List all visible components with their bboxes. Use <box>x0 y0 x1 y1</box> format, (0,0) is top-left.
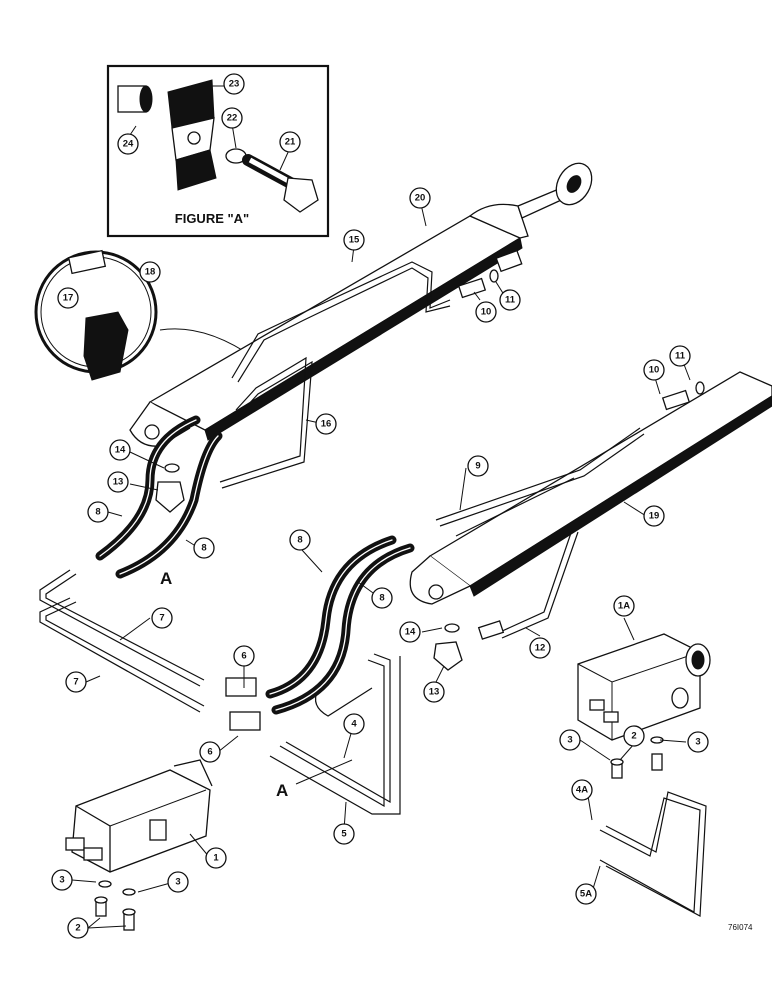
svg-text:5A: 5A <box>580 889 592 900</box>
svg-text:15: 15 <box>349 235 360 246</box>
callout-11: 11 <box>669 345 691 367</box>
callout-15: 15 <box>343 229 365 251</box>
hose-clamp-assembly <box>34 249 269 381</box>
callout-22: 22 <box>221 107 243 129</box>
callout-1: 1 <box>205 847 227 869</box>
svg-text:10: 10 <box>649 365 660 376</box>
callout-24: 24 <box>117 133 139 155</box>
svg-text:14: 14 <box>115 445 126 456</box>
callout-23: 23 <box>223 73 245 95</box>
svg-text:9: 9 <box>475 461 480 472</box>
callout-12: 12 <box>529 637 551 659</box>
callout-9: 9 <box>467 455 489 477</box>
callout-3: 3 <box>687 731 709 753</box>
callout-20: 20 <box>409 187 431 209</box>
svg-text:5: 5 <box>341 829 347 840</box>
svg-text:7: 7 <box>159 613 164 624</box>
svg-text:2: 2 <box>631 731 636 742</box>
svg-text:18: 18 <box>145 267 156 278</box>
svg-text:3: 3 <box>695 737 700 748</box>
svg-text:10: 10 <box>481 307 492 318</box>
svg-text:12: 12 <box>535 643 546 654</box>
lower-cylinder <box>409 371 772 605</box>
svg-text:4: 4 <box>351 719 357 730</box>
section-mark-a-upper: A <box>160 569 172 588</box>
svg-text:8: 8 <box>201 543 206 554</box>
svg-text:19: 19 <box>649 511 660 522</box>
svg-text:7: 7 <box>73 677 78 688</box>
callout-4: 4 <box>343 713 365 735</box>
svg-text:20: 20 <box>415 193 426 204</box>
callout-10: 10 <box>643 359 665 381</box>
svg-text:1A: 1A <box>618 601 630 612</box>
callout-11: 11 <box>499 289 521 311</box>
svg-text:23: 23 <box>229 79 240 90</box>
svg-text:6: 6 <box>207 747 212 758</box>
callout-13: 13 <box>107 471 129 493</box>
svg-text:16: 16 <box>321 419 332 430</box>
callout-6: 6 <box>199 741 221 763</box>
callout-7: 7 <box>65 671 87 693</box>
callout-8: 8 <box>193 537 215 559</box>
svg-text:8: 8 <box>379 593 384 604</box>
control-valve-1 <box>65 759 213 931</box>
callout-7: 7 <box>151 607 173 629</box>
callout-1a: 1A <box>613 595 635 617</box>
callout-13: 13 <box>423 681 445 703</box>
section-mark-a-lower: A <box>276 781 288 800</box>
callout-2: 2 <box>67 917 89 939</box>
bolt-part <box>242 154 319 213</box>
callout-5: 5 <box>333 823 355 845</box>
fittings <box>155 269 705 731</box>
callout-4a: 4A <box>571 779 593 801</box>
callout-16: 16 <box>315 413 337 435</box>
tube-lines <box>39 261 707 917</box>
callout-3: 3 <box>51 869 73 891</box>
svg-text:3: 3 <box>59 875 64 886</box>
callout-18: 18 <box>139 261 161 283</box>
drawing-code: 76I074 <box>728 923 753 932</box>
spacer-part <box>117 85 153 113</box>
clamp-part <box>167 79 217 191</box>
svg-text:8: 8 <box>297 535 302 546</box>
callout-5a: 5A <box>575 883 597 905</box>
callout-8: 8 <box>371 587 393 609</box>
svg-text:13: 13 <box>113 477 124 488</box>
svg-text:8: 8 <box>95 507 100 518</box>
callout-2: 2 <box>623 725 645 747</box>
callout-21: 21 <box>279 131 301 153</box>
svg-text:3: 3 <box>567 735 572 746</box>
callout-14: 14 <box>399 621 421 643</box>
figure-a-caption: FIGURE "A" <box>175 211 249 226</box>
svg-text:4A: 4A <box>576 785 588 796</box>
svg-text:22: 22 <box>227 113 238 124</box>
svg-text:21: 21 <box>285 137 296 148</box>
callout-10: 10 <box>475 301 497 323</box>
svg-text:1: 1 <box>213 853 219 864</box>
svg-text:24: 24 <box>123 139 134 150</box>
svg-text:2: 2 <box>75 923 80 934</box>
hoses <box>95 415 415 715</box>
callout-19: 19 <box>643 505 665 527</box>
svg-text:11: 11 <box>675 351 686 362</box>
callout-3: 3 <box>167 871 189 893</box>
callout-3: 3 <box>559 729 581 751</box>
svg-text:13: 13 <box>429 687 440 698</box>
callout-8: 8 <box>87 501 109 523</box>
svg-text:3: 3 <box>175 877 180 888</box>
control-valve-1a <box>577 633 711 779</box>
svg-text:17: 17 <box>63 293 74 304</box>
svg-text:6: 6 <box>241 651 246 662</box>
callout-6: 6 <box>233 645 255 667</box>
callout-17: 17 <box>57 287 79 309</box>
callout-8: 8 <box>289 529 311 551</box>
callout-14: 14 <box>109 439 131 461</box>
svg-text:14: 14 <box>405 627 416 638</box>
svg-text:11: 11 <box>505 295 516 306</box>
